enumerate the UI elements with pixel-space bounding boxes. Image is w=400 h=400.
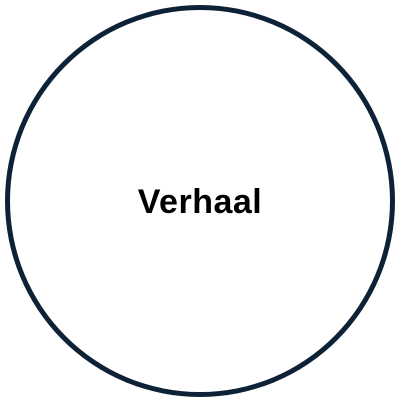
node-label: Verhaal (137, 183, 263, 221)
circle-node[interactable]: Verhaal (5, 5, 395, 397)
